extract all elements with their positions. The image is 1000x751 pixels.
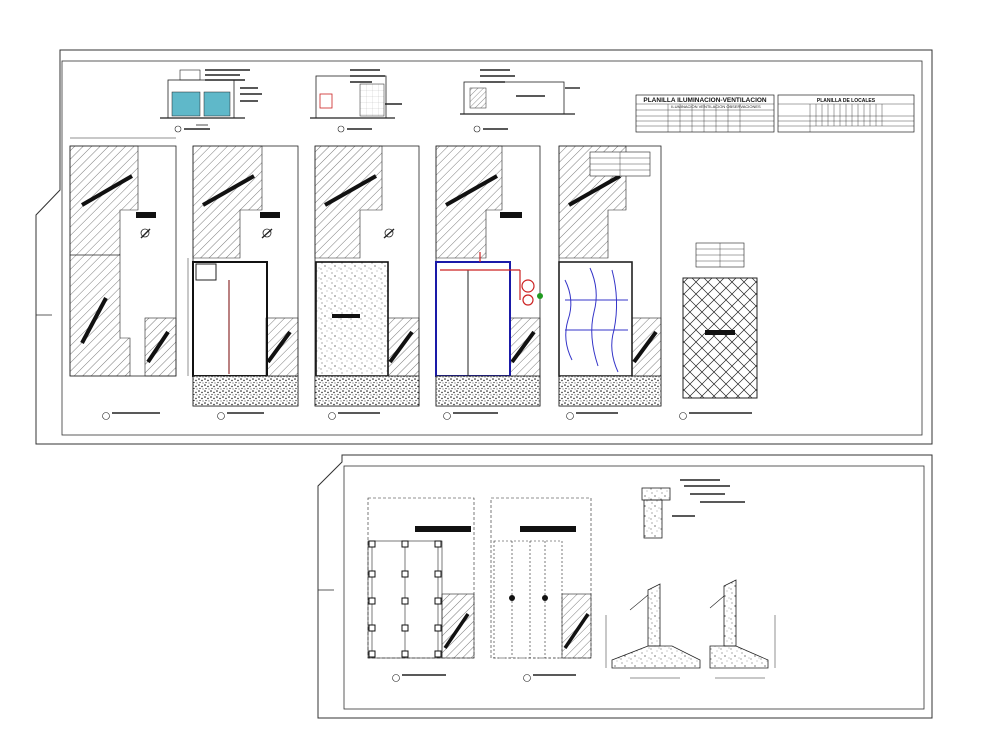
wall-footing-detail-1 <box>605 583 701 679</box>
plan-3-pavement <box>314 145 420 420</box>
foundation-plan-1 <box>367 497 475 682</box>
sheet-2-outer-border <box>317 454 933 719</box>
sheet-2-inner-border <box>343 465 925 710</box>
construction-details <box>605 479 776 679</box>
sheet-1-inner-border <box>61 60 923 436</box>
elevation-2 <box>310 69 402 133</box>
sheet-2 <box>317 454 933 719</box>
plan-5-drainage <box>558 145 662 420</box>
elevation-3 <box>460 69 580 133</box>
plan-6-roof <box>679 242 758 420</box>
table-ventilation-title: PLANILLA ILUMINACION-VENTILACION <box>643 97 767 104</box>
sheet-1: PLANILLA ILUMINACION-VENTILACION ILUMINA… <box>35 49 933 445</box>
sheet-1-outer-border <box>35 49 933 445</box>
table-locales: PLANILLA DE LOCALES <box>777 94 915 133</box>
plan-1-site <box>69 137 177 420</box>
table-ventilation: PLANILLA ILUMINACION-VENTILACION ILUMINA… <box>635 94 775 133</box>
foundation-plan-2 <box>490 497 592 682</box>
elevation-1 <box>160 69 262 133</box>
plan-4-water <box>435 145 543 420</box>
wall-footing-detail-2 <box>709 579 776 679</box>
table-locales-title: PLANILLA DE LOCALES <box>817 98 876 104</box>
plan-2-floor <box>187 145 299 420</box>
